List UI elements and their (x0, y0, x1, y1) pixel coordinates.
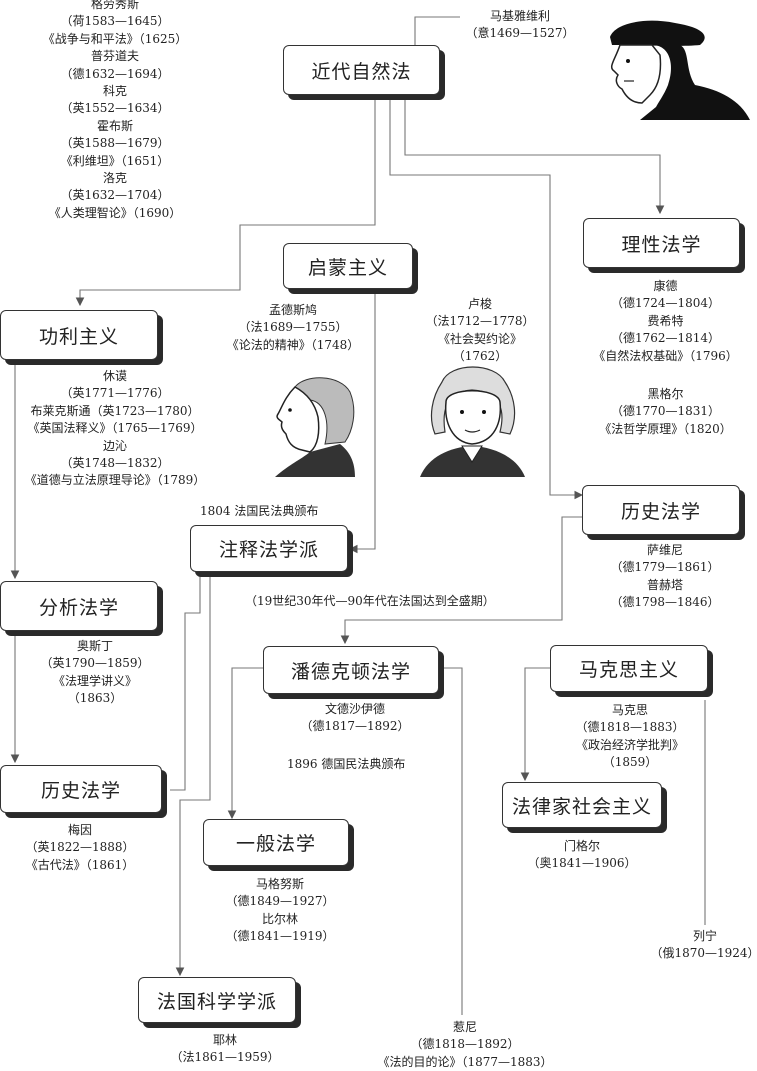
text-merkel-bierling: 马格努斯（德1849—1927）比尔林（德1841—1919） (225, 877, 335, 944)
node-gongli-zhuyi: 功利主义 (0, 310, 158, 360)
text-austin: 奥斯丁（英1790—1859）《法理学讲义》（1863） (40, 639, 150, 706)
node-label: 注释法学派 (218, 539, 319, 561)
node-fenxi-faxue: 分析法学 (0, 581, 158, 631)
line-to-lishi-right (389, 95, 584, 500)
line-to-falujia (520, 667, 550, 782)
node-label: 法律家社会主义 (511, 795, 652, 818)
node-qimeng-zhuyi: 启蒙主义 (283, 243, 413, 289)
node-zhushi-faxuepai: 注释法学派 (190, 525, 348, 572)
node-label: 潘德克顿法学 (290, 660, 411, 683)
line-to-lixing (404, 95, 665, 215)
note-german-civil-code: 1896 德国民法典颁布 (287, 757, 406, 771)
line-to-gongli (75, 95, 376, 307)
node-label: 马克思主义 (578, 659, 679, 681)
montesquieu-portrait (275, 377, 355, 477)
line-to-zhushi (348, 292, 376, 554)
text-natural-law-thinkers: 格劳秀斯（荷1583—1645）《战争与和平法》（1625）普芬道夫（德1632… (42, 0, 188, 220)
text-hegel: 黑格尔（德1770—1831）《法哲学原理》（1820） (599, 387, 732, 436)
node-label: 历史法学 (40, 779, 121, 802)
node-makesi-zhuyi: 马克思主义 (550, 645, 708, 692)
text-rousseau: 卢梭（法1712—1778）《社会契约论》（1762） (425, 297, 535, 364)
node-label: 启蒙主义 (307, 256, 388, 279)
node-faguo-kexue-xuepai: 法国科学学派 (138, 977, 296, 1023)
node-label: 法国科学学派 (156, 990, 277, 1013)
line-to-jhering (440, 667, 463, 1015)
node-lishi-faxue-right: 历史法学 (582, 485, 740, 535)
line-to-yiban (227, 667, 263, 820)
note-french-civil-code: 1804 法国民法典颁布 (200, 504, 319, 518)
node-label: 一般法学 (235, 833, 316, 855)
text-marx: 马克思（德1818—1883）《政治经济学批判》（1859） (575, 703, 685, 770)
text-maine: 梅因（英1822—1888）《古代法》（1861） (25, 823, 135, 872)
note-exegesis-peak: （19世纪30年代—90年代在法国达到全盛期） (245, 594, 495, 608)
text-menger: 门格尔（奥1841—1906） (527, 839, 637, 871)
machiavelli-portrait (610, 20, 750, 120)
node-lishi-faxue-left: 历史法学 (0, 765, 162, 813)
text-windscheid: 文德沙伊德（德1817—1892） (300, 702, 410, 734)
rousseau-portrait (420, 366, 525, 477)
node-label: 近代自然法 (311, 60, 412, 83)
line-to-faguo (175, 570, 211, 977)
text-montesquieu: 孟德斯鸠（法1689—1755）《论法的精神》（1748） (226, 303, 360, 352)
node-label: 分析法学 (38, 596, 119, 619)
node-yiban-faxue: 一般法学 (203, 819, 349, 866)
text-utilitarian-thinkers: 休谟（英1771—1776）布莱克斯通（英1723—1780）《英国法释义》（1… (24, 369, 206, 488)
text-geny: 耶林（法1861—1959） (170, 1033, 280, 1065)
line-lishi-zhushi (170, 572, 201, 791)
text-machiavelli: 马基雅维利（意1469—1527） (465, 9, 575, 41)
node-pandeke-faxue: 潘德克顿法学 (263, 646, 439, 694)
text-savigny-puchta: 萨维尼（德1779—1861）普赫塔（德1798—1846） (610, 543, 720, 610)
node-lixing-faxue: 理性法学 (583, 218, 740, 268)
node-falujia-shehui-zhuyi: 法律家社会主义 (502, 782, 662, 828)
node-label: 理性法学 (621, 233, 702, 256)
text-kant-fichte: 康德（德1724—1804）费希特（德1762—1814）《自然法权基础》（17… (593, 279, 738, 363)
node-label: 历史法学 (620, 500, 701, 523)
node-jindai-ziranfa: 近代自然法 (283, 45, 440, 95)
text-lenin: 列宁（俄1870—1924） (650, 929, 757, 961)
line-machiavelli (414, 16, 460, 45)
text-jhering: 惹尼（德1818—1892）《法的目的论》（1877—1883） (377, 1020, 553, 1069)
node-label: 功利主义 (38, 325, 119, 348)
line-to-pandeke (340, 516, 582, 645)
